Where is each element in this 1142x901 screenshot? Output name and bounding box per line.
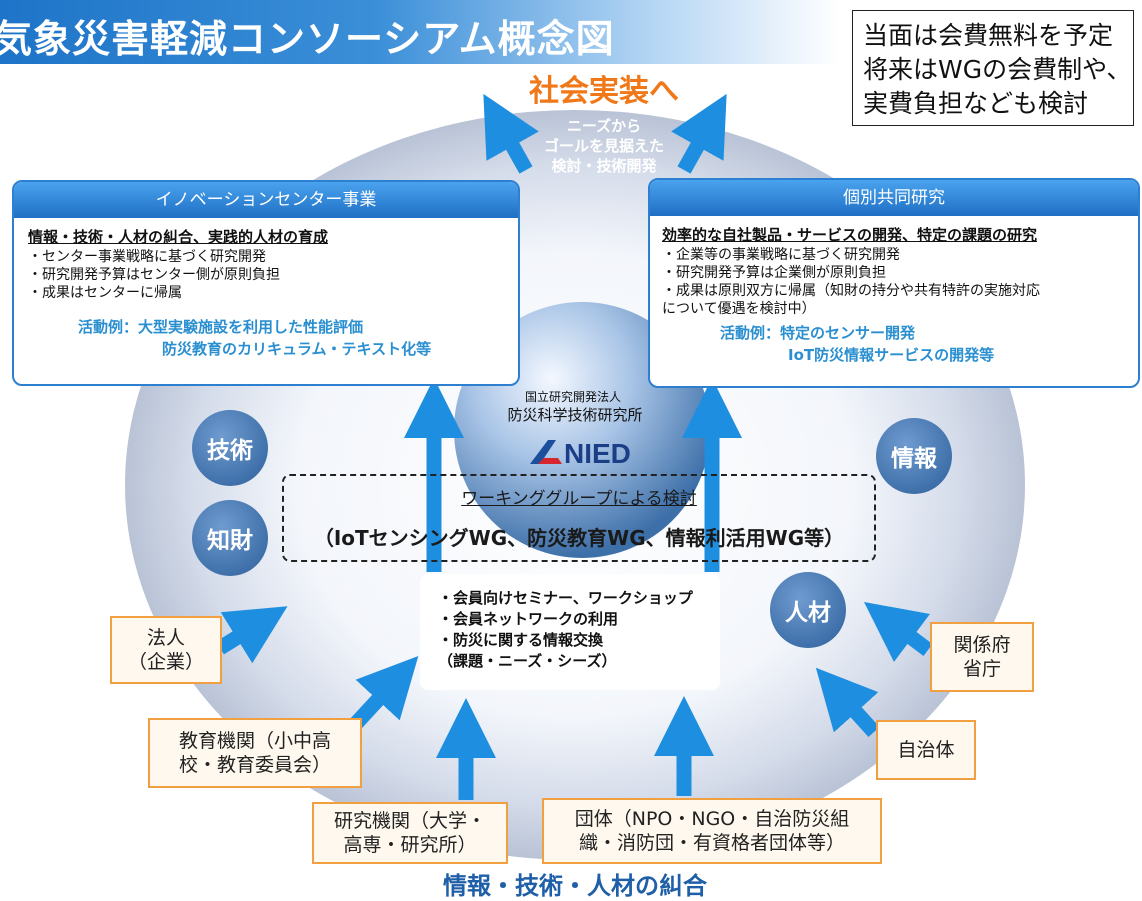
nied-logo-text: NIED: [564, 438, 631, 469]
participant-label: 関係府: [953, 634, 1011, 656]
participant-label: 校・教育委員会）: [178, 754, 331, 776]
joint-research-panel: 個別共同研究 効率的な自社製品・サービスの開発、特定の課題の研究 ・企業等の事業…: [648, 178, 1140, 388]
participant-label: 省庁: [962, 658, 1001, 680]
arrow-from-local: [815, 667, 880, 738]
participant-label: 自治体: [897, 739, 955, 761]
working-group-items: （IoTセンシングWG、防災教育WG、情報利活用WG等）: [313, 526, 845, 550]
working-group-box: [282, 474, 876, 562]
membership-fee-note: 当面は会費無料を予定 将来はWGの会費制や、 実費負担なども検討: [852, 10, 1134, 126]
participant-label: （企業）: [127, 651, 204, 673]
nied-org-name: 防災科学技術研究所: [507, 406, 643, 424]
panel-subtitle: 効率的な自社製品・サービスの開発、特定の課題の研究: [662, 226, 1038, 244]
participant-label: 団体（NPO・NGO・自治防災組: [574, 808, 850, 830]
participant-label: 教育機関（小中高: [178, 730, 331, 752]
panel-item: ・研究開発予算は企業側が原則負担: [662, 265, 886, 281]
working-group-title: ワーキンググループによる検討: [461, 489, 697, 509]
activity-example: 活動例：特定のセンサー開発: [720, 324, 916, 342]
participant-government: 関係府 省庁: [930, 622, 1034, 692]
panel-header: イノベーションセンター事業: [14, 182, 518, 218]
arrow-from-corp: [216, 606, 288, 664]
arrow-up-left: [483, 93, 539, 174]
panel-body: 効率的な自社製品・サービスの開発、特定の課題の研究 ・企業等の事業戦略に基づく研…: [650, 216, 1138, 366]
participant-local-government: 自治体: [876, 720, 976, 780]
nied-org-type: 国立研究開発法人: [524, 390, 621, 404]
title-bar: [0, 0, 840, 64]
participant-research-institute: 研究機関（大学・ 高専・研究所）: [312, 802, 508, 864]
participant-label: 研究機関（大学・: [333, 810, 486, 832]
panel-body: 情報・技術・人材の糾合、実践的人材の育成 ・センター事業戦略に基づく研究開発 ・…: [14, 218, 518, 360]
note-line: 当面は会費無料を予定: [863, 21, 1114, 50]
needs-line: 検討・技術開発: [551, 157, 657, 175]
panel-item: について優遇を検討中）: [662, 301, 816, 317]
arrow-up-right: [671, 93, 727, 174]
member-service-item: ・会員ネットワークの利用: [438, 610, 619, 628]
activity-example: IoT防災情報サービスの開発等: [788, 346, 995, 364]
note-line: 将来はWGの会費制や、: [863, 55, 1132, 84]
panel-item: ・研究開発予算はセンター側が原則負担: [28, 267, 280, 283]
member-service-item: ・会員向けセミナー、ワークショップ: [438, 589, 693, 607]
panel-item: ・成果は原則双方に帰属（知財の持分や共有特許の実施対応: [662, 283, 1040, 299]
panel-header: 個別共同研究: [650, 180, 1138, 216]
needs-line: ゴールを見据えた: [543, 137, 664, 155]
human-resources-circle: 人材: [770, 572, 846, 648]
participant-organization: 団体（NPO・NGO・自治防災組 織・消防団・有資格者団体等）: [542, 798, 882, 864]
intellectual-property-circle: 知財: [192, 500, 268, 576]
participant-label: 高専・研究所）: [343, 834, 477, 856]
participant-label: 法人: [146, 627, 185, 649]
information-circle: 情報: [876, 418, 952, 494]
needs-arrow-label: ニーズから ゴールを見据えた 検討・技術開発: [504, 116, 704, 176]
activity-example: 活動例：大型実験施設を利用した性能評価: [78, 318, 364, 336]
needs-line: ニーズから: [566, 117, 642, 135]
member-service-item: ・防災に関する情報交換: [438, 631, 604, 649]
note-line: 実費負担なども検討: [863, 89, 1089, 118]
nied-logo: NIED: [530, 438, 631, 469]
arrow-from-gov: [864, 602, 933, 662]
participant-education: 教育機関（小中高 校・教育委員会）: [148, 718, 362, 788]
bottom-label: 情報・技術・人材の糾合: [443, 872, 707, 900]
participant-corporation: 法人 （企業）: [110, 616, 222, 684]
panel-item: ・成果はセンターに帰属: [28, 285, 182, 301]
activity-example: 防災教育のカリキュラム・テキスト化等: [162, 340, 432, 358]
panel-subtitle: 情報・技術・人材の糾合、実践的人材の育成: [28, 228, 329, 246]
panel-item: ・センター事業戦略に基づく研究開発: [28, 249, 266, 265]
member-services-box: ・会員向けセミナー、ワークショップ ・会員ネットワークの利用 ・防災に関する情報…: [420, 574, 720, 690]
technology-circle: 技術: [192, 410, 268, 486]
member-service-item: （課題・ニーズ・シーズ）: [438, 652, 617, 670]
participant-label: 織・消防団・有資格者団体等）: [578, 832, 845, 854]
social-implementation-label: 社会実装へ: [529, 74, 679, 109]
innovation-center-panel: イノベーションセンター事業 情報・技術・人材の糾合、実践的人材の育成 ・センター…: [12, 180, 520, 386]
panel-item: ・企業等の事業戦略に基づく研究開発: [662, 247, 900, 263]
page-title: 気象災害軽減コンソーシアム概念図: [0, 17, 615, 61]
